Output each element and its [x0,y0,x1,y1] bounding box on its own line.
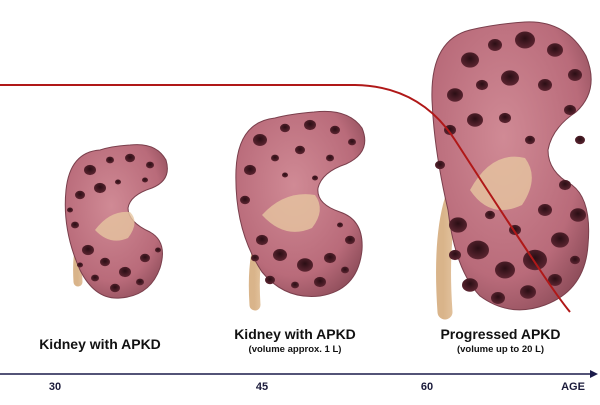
cyst [570,255,580,265]
kidney-small-icon [64,144,168,299]
stage-label-1: Kidney with APKD [20,336,180,352]
stage-subtitle-3: (volume up to 20 L) [456,344,545,356]
cyst [273,249,287,261]
cyst [115,179,121,185]
cyst [280,123,290,133]
axis-tick-60: 60 [420,381,434,393]
cyst [491,292,505,304]
cyst [106,156,114,164]
cyst [94,182,106,194]
cyst [538,204,552,216]
cyst [538,79,552,91]
cyst [75,190,85,200]
cyst [265,275,275,285]
function-curve [0,84,571,313]
cyst [449,249,461,261]
cyst [548,274,562,286]
cyst [551,232,569,248]
cyst [324,252,336,264]
cyst [568,69,582,81]
cyst [435,160,445,170]
cyst [515,31,535,49]
cyst [282,172,288,178]
cyst [341,266,349,274]
cyst [520,285,536,299]
cyst [461,52,479,68]
stage-title-2: Kidney with APKD [234,326,356,342]
cyst [295,145,305,155]
cyst [499,112,511,124]
cyst [449,217,467,233]
cyst [312,175,318,181]
stage-title-1: Kidney with APKD [39,336,161,352]
cyst [91,274,99,282]
cyst [304,119,316,131]
axis-tick-45: 45 [255,381,269,393]
cyst [348,138,356,146]
cyst [462,278,478,292]
cyst [523,249,547,271]
cyst [136,278,144,286]
cyst [251,254,259,262]
cyst [345,235,355,245]
cyst [140,253,150,263]
cyst [547,43,563,57]
stage-label-2: Kidney with APKD (volume approx. 1 L) [215,326,375,356]
kidney-large-icon [431,21,592,320]
cyst [485,210,495,220]
cyst [146,161,154,169]
cyst [67,207,73,213]
cyst [495,261,515,279]
stage-title-3: Progressed APKD [440,326,561,342]
cyst [84,164,96,176]
cyst [125,153,135,163]
cyst [337,222,343,228]
cyst [71,221,79,229]
cyst [77,262,83,268]
cyst [564,104,576,116]
cyst [110,283,120,293]
cyst [467,240,489,260]
cyst [100,257,110,267]
cyst [501,70,519,86]
cyst [253,134,267,146]
cyst [488,39,502,51]
cyst [575,135,585,145]
cyst [244,164,256,176]
cyst [447,88,463,102]
cyst [142,177,148,183]
kidney-medium-icon [235,110,366,311]
cyst [476,79,488,91]
cyst [119,266,131,278]
cyst [559,179,571,191]
cyst [326,154,334,162]
stage-subtitle-2: (volume approx. 1 L) [248,344,342,356]
cyst [297,258,313,272]
cyst [82,244,94,256]
axis-arrow-icon [590,370,598,378]
cyst [256,234,268,246]
cyst [570,208,586,222]
cyst [330,125,340,135]
axis-tick-30: 30 [48,381,62,393]
stage-label-3: Progressed APKD (volume up to 20 L) [418,326,583,356]
cyst [240,195,250,205]
cyst [291,281,299,289]
cyst [155,247,161,253]
axis-label-age: AGE [561,381,585,393]
cyst [467,113,483,127]
cyst [271,154,279,162]
cyst [314,276,326,288]
cyst [525,135,535,145]
